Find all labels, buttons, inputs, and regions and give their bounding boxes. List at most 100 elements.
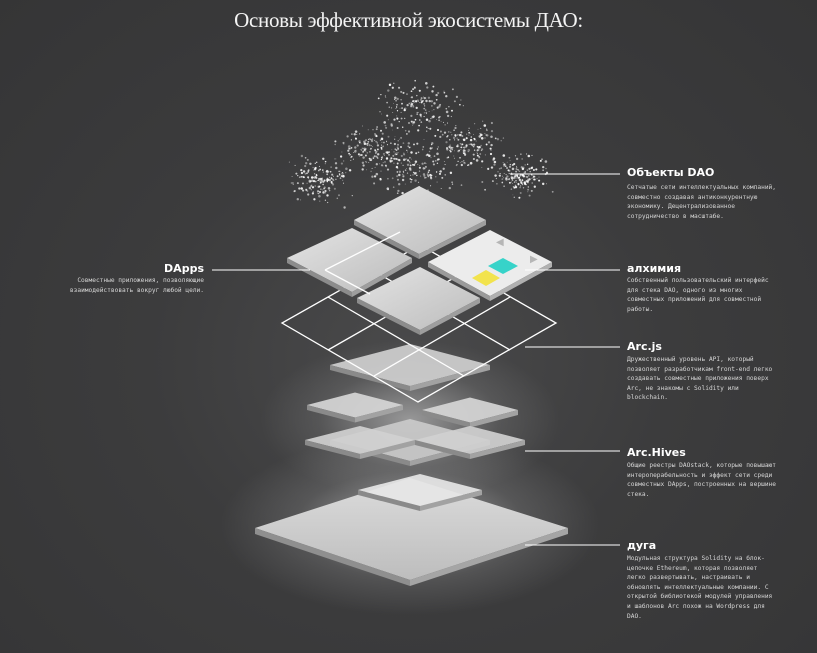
particle	[451, 149, 453, 151]
particle	[481, 148, 484, 151]
particle	[428, 154, 431, 157]
particle	[519, 192, 522, 194]
particle	[427, 171, 430, 173]
particle	[397, 140, 399, 142]
particle	[417, 99, 419, 102]
particle	[418, 166, 421, 169]
particle	[522, 187, 525, 189]
particle	[375, 152, 377, 154]
particle	[329, 170, 332, 173]
particle	[341, 151, 343, 153]
particle	[310, 176, 314, 179]
particle	[494, 137, 497, 140]
particle	[432, 85, 435, 88]
particle	[518, 196, 521, 199]
particle	[339, 155, 343, 158]
particle	[331, 183, 335, 186]
particle	[416, 113, 419, 115]
particle	[349, 154, 351, 156]
particle	[500, 140, 502, 142]
particle	[394, 138, 396, 140]
particle	[433, 155, 436, 157]
particle	[399, 107, 401, 109]
particle	[310, 184, 313, 187]
label-arc-js: Arc.js	[627, 340, 662, 353]
particle	[474, 123, 476, 125]
yellow-button-shape	[472, 270, 500, 286]
particle	[409, 156, 411, 159]
particle	[487, 141, 491, 144]
particle	[420, 121, 423, 123]
particle	[401, 102, 403, 105]
particle	[395, 106, 398, 108]
particle	[292, 182, 294, 184]
particle	[362, 164, 365, 167]
particle	[313, 176, 315, 178]
particle	[410, 96, 412, 98]
particle	[519, 185, 522, 187]
particle	[313, 198, 316, 201]
particle	[414, 160, 418, 163]
particle	[310, 189, 312, 191]
particle	[451, 148, 454, 151]
left-arrow-icon: ◀	[496, 237, 504, 248]
particle	[383, 154, 385, 157]
particle	[393, 103, 395, 105]
particle	[380, 164, 384, 167]
particle	[318, 165, 320, 167]
particle	[365, 139, 367, 141]
particle	[401, 126, 404, 128]
particle	[403, 107, 405, 109]
particle	[408, 122, 410, 124]
particle	[385, 126, 388, 129]
particle	[398, 173, 401, 177]
particle	[515, 186, 517, 189]
particle	[332, 179, 335, 181]
particle	[440, 187, 442, 190]
particle	[443, 131, 447, 134]
particle	[397, 178, 399, 181]
particle	[476, 153, 478, 155]
particle	[414, 100, 418, 103]
particle	[366, 161, 368, 163]
particle	[406, 103, 409, 107]
particle	[292, 183, 294, 185]
particle	[485, 143, 488, 146]
particle	[480, 127, 482, 129]
particle	[309, 162, 312, 166]
particle	[386, 144, 388, 146]
particle	[367, 140, 370, 143]
particle	[432, 115, 435, 118]
particle	[453, 155, 455, 157]
particle	[436, 148, 439, 150]
particle	[400, 146, 402, 148]
particle	[471, 145, 474, 147]
particle	[430, 157, 432, 159]
particle	[524, 171, 527, 173]
particle	[413, 163, 416, 167]
particle	[477, 148, 480, 152]
particle	[494, 174, 497, 177]
particle	[396, 162, 399, 165]
particle	[398, 120, 400, 123]
particle	[420, 97, 423, 100]
particle	[369, 149, 371, 150]
particle	[375, 172, 379, 176]
particle	[331, 173, 334, 176]
particle	[369, 151, 371, 153]
particle	[459, 156, 461, 159]
particle	[423, 139, 425, 141]
particle	[362, 151, 364, 153]
particle	[338, 194, 340, 197]
particle	[438, 116, 440, 119]
particle	[412, 171, 415, 174]
particle	[413, 172, 417, 175]
particle	[403, 172, 405, 173]
particle	[425, 111, 428, 114]
page-title: Основы эффективной экосистемы ДАО:	[234, 8, 583, 32]
particle	[425, 126, 428, 129]
particle	[490, 143, 493, 147]
particle	[341, 171, 343, 174]
particle	[368, 144, 371, 147]
particle	[418, 165, 420, 167]
